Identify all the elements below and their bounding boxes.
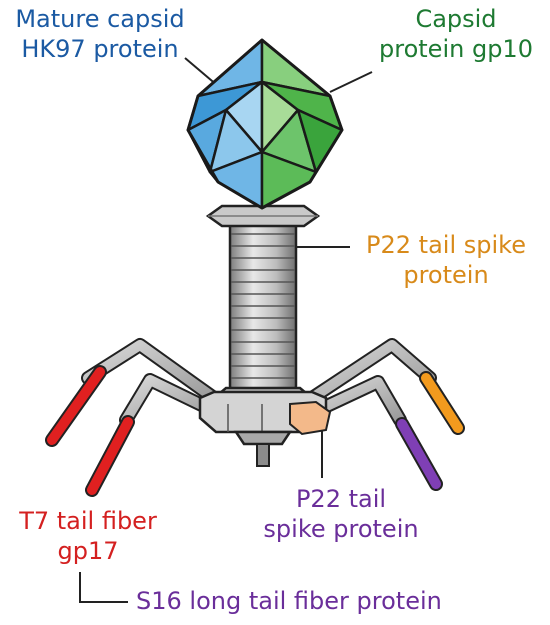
capsid-head: [186, 38, 344, 210]
label-s16-long-tail-fiber: S16 long tail fiber protein: [136, 586, 442, 616]
label-p22-tail-spike-top-line1: P22 tail spike: [366, 231, 526, 259]
label-p22-tail-spike-bottom: P22 tail spike protein: [252, 484, 430, 544]
label-p22-tail-spike-bottom-line1: P22 tail: [295, 485, 387, 513]
label-capsid-gp10-line1: Capsid: [415, 5, 497, 33]
label-mature-capsid: Mature capsid HK97 protein: [0, 4, 200, 64]
label-t7-tail-fiber-line2: gp17: [57, 537, 119, 565]
label-s16-long-tail-fiber-line1: S16 long tail fiber protein: [136, 587, 442, 615]
tail-fibers: [45, 338, 465, 497]
label-mature-capsid-line2: HK97 protein: [21, 35, 179, 63]
label-p22-tail-spike-top: P22 tail spike protein: [344, 230, 548, 290]
leader-s16: [79, 572, 128, 603]
label-mature-capsid-line1: Mature capsid: [15, 5, 185, 33]
label-p22-tail-spike-bottom-line2: spike protein: [263, 515, 419, 543]
baseplate: [198, 386, 332, 467]
leader-capsid-gp10: [329, 71, 373, 93]
tail-spike-segment: [289, 400, 332, 436]
label-t7-tail-fiber-line1: T7 tail fiber: [19, 507, 157, 535]
tail-sheath: [228, 220, 298, 392]
label-t7-tail-fiber: T7 tail fiber gp17: [8, 506, 168, 566]
label-p22-tail-spike-top-line2: protein: [403, 261, 489, 289]
label-capsid-gp10-line2: protein gp10: [379, 35, 533, 63]
collar: [205, 204, 321, 228]
label-capsid-gp10: Capsid protein gp10: [368, 4, 544, 64]
